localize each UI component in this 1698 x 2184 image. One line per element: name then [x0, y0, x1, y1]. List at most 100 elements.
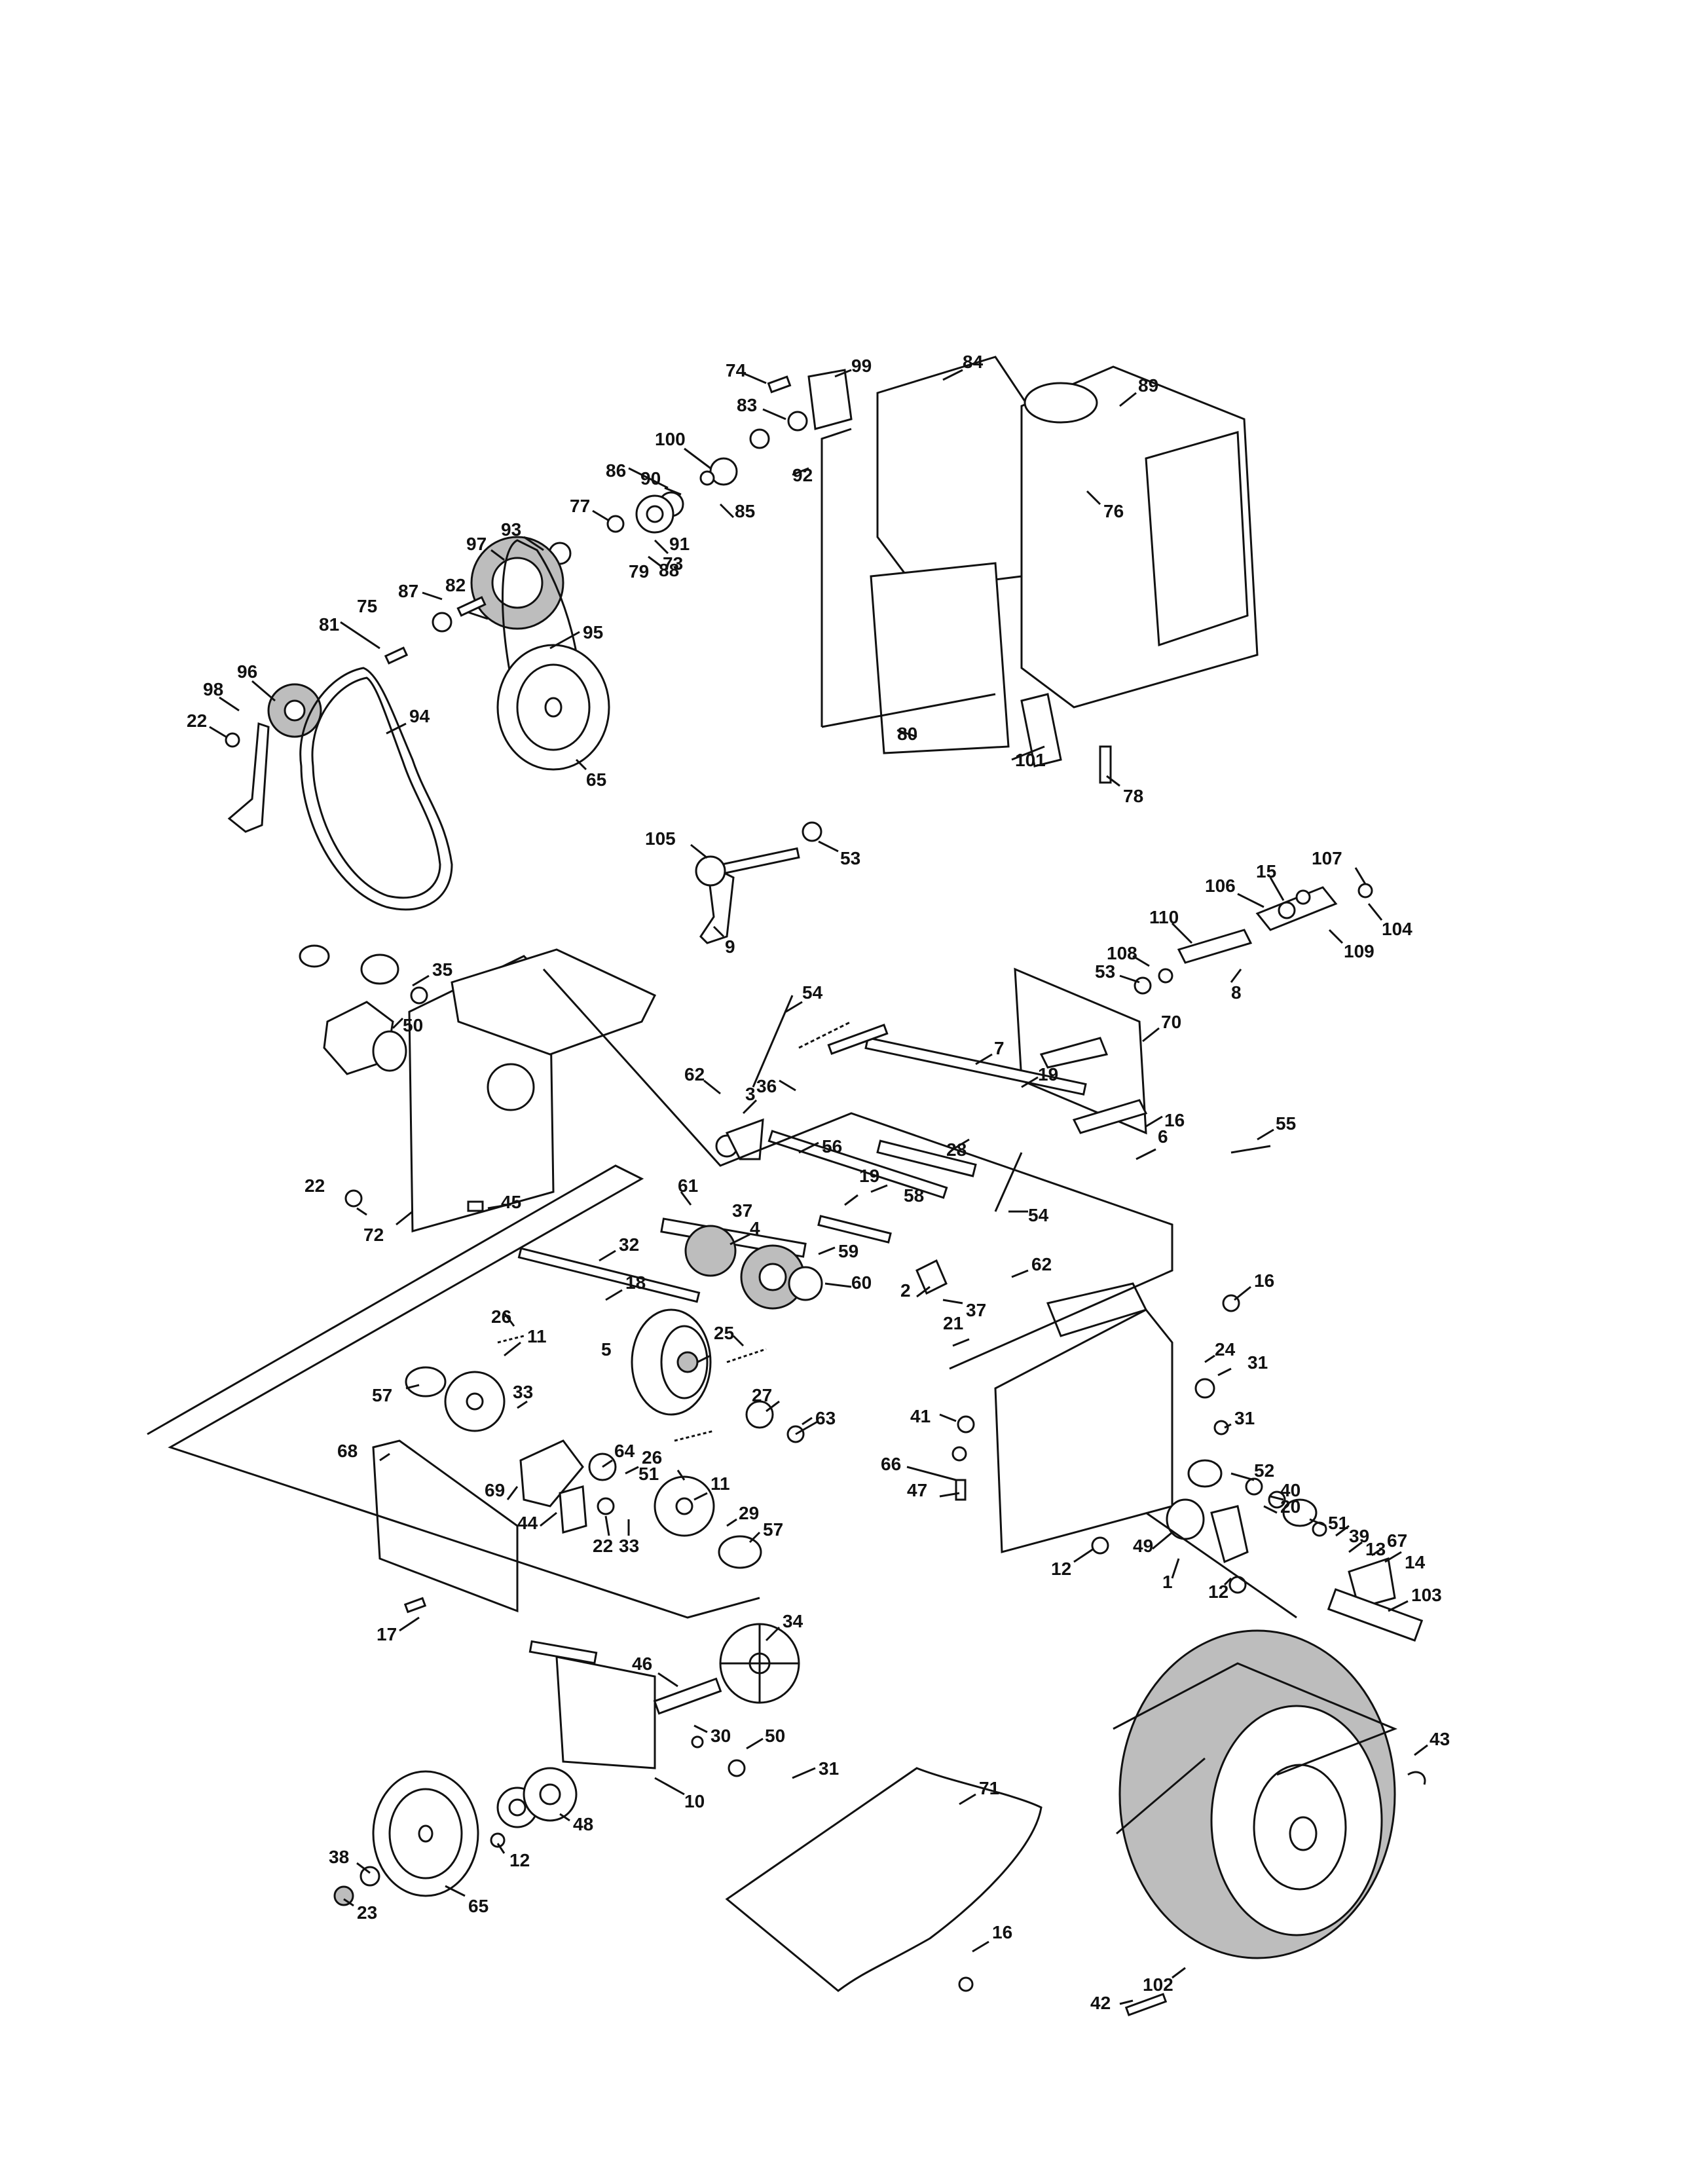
callout-27: 27: [752, 1385, 772, 1405]
callout-97: 97: [466, 534, 487, 554]
leader-lines: [209, 369, 1428, 2005]
callout-34: 34: [783, 1611, 803, 1631]
callout-103: 103: [1411, 1585, 1442, 1605]
callout-78: 78: [1123, 786, 1143, 806]
callout-31-b: 31: [1234, 1408, 1255, 1428]
callout-31-c: 31: [819, 1758, 839, 1779]
callout-58: 58: [904, 1185, 924, 1206]
callout-42: 42: [1090, 1993, 1111, 2013]
callout-26-a: 26: [491, 1306, 511, 1327]
callout-68: 68: [337, 1441, 358, 1461]
callout-70: 70: [1161, 1012, 1181, 1032]
callout-19-b: 19: [859, 1166, 879, 1186]
callout-37-a: 37: [732, 1200, 752, 1221]
callout-5: 5: [601, 1339, 612, 1360]
callout-49: 49: [1133, 1536, 1153, 1556]
callout-21: 21: [943, 1313, 963, 1333]
callout-3: 3: [745, 1084, 756, 1104]
callout-23: 23: [357, 1902, 377, 1923]
callout-22-b: 22: [305, 1175, 325, 1196]
callout-91: 91: [669, 534, 690, 554]
phantom-outline-right-plate: [1145, 1511, 1297, 1619]
pulley-belt-assembly: [225, 369, 853, 911]
callout-104: 104: [1382, 919, 1412, 939]
callout-10: 10: [684, 1791, 705, 1811]
callout-64: 64: [614, 1441, 635, 1461]
callout-40: 40: [1280, 1480, 1301, 1500]
phantom-outline-lower: [147, 1164, 760, 1619]
callout-28: 28: [946, 1139, 967, 1160]
callout-85: 85: [735, 501, 755, 521]
callout-82: 82: [445, 575, 466, 595]
callout-93: 93: [501, 519, 521, 540]
callout-101: 101: [1015, 750, 1046, 770]
callout-51-b: 51: [1328, 1513, 1348, 1533]
callout-54-a: 54: [802, 982, 823, 1003]
callout-63: 63: [815, 1408, 836, 1428]
callout-57-b: 57: [763, 1519, 783, 1540]
callout-69: 69: [485, 1480, 505, 1500]
callout-19-a: 19: [1038, 1064, 1058, 1084]
callout-67: 67: [1387, 1530, 1407, 1551]
callout-99: 99: [851, 356, 872, 376]
callout-105: 105: [645, 828, 676, 849]
callout-20: 20: [1280, 1496, 1301, 1517]
callout-106: 106: [1205, 876, 1236, 896]
callout-98: 98: [203, 679, 223, 699]
callout-74: 74: [726, 360, 747, 380]
callout-83: 83: [737, 395, 757, 415]
callout-109: 109: [1344, 941, 1375, 961]
callout-72: 72: [363, 1225, 384, 1245]
callout-13: 13: [1365, 1539, 1386, 1559]
callout-62-a: 62: [684, 1064, 705, 1084]
callout-80: 80: [897, 724, 917, 744]
callout-77: 77: [570, 496, 590, 516]
callout-94: 94: [409, 706, 430, 726]
callout-107: 107: [1312, 848, 1342, 868]
callout-41: 41: [910, 1406, 931, 1426]
callout-43: 43: [1430, 1729, 1450, 1749]
callout-90: 90: [640, 468, 661, 489]
callout-75: 75: [357, 596, 377, 616]
callout-38: 38: [329, 1847, 349, 1867]
callout-26-b: 26: [642, 1447, 662, 1468]
callout-66: 66: [881, 1454, 901, 1474]
callout-6: 6: [1158, 1126, 1168, 1147]
callout-11-b: 11: [711, 1473, 730, 1494]
callout-57-a: 57: [372, 1385, 392, 1405]
callout-36: 36: [756, 1076, 777, 1096]
callout-1: 1: [1162, 1572, 1173, 1592]
callout-84: 84: [963, 352, 984, 372]
callout-88: 88: [659, 560, 679, 580]
callout-48: 48: [573, 1814, 593, 1834]
callout-50-b: 50: [765, 1726, 785, 1746]
callout-29: 29: [739, 1503, 759, 1523]
callout-56: 56: [822, 1136, 842, 1157]
callout-18: 18: [625, 1272, 646, 1293]
callout-73: 73: [663, 553, 683, 574]
callout-96: 96: [237, 661, 257, 682]
callout-60: 60: [851, 1272, 872, 1293]
callout-31-a: 31: [1247, 1352, 1268, 1373]
callout-92: 92: [792, 465, 813, 485]
callout-22-a: 22: [187, 711, 207, 731]
callout-45: 45: [501, 1192, 521, 1212]
frame-assembly: [299, 944, 1271, 1553]
callout-53-a: 53: [840, 848, 860, 868]
callout-33-a: 33: [513, 1382, 533, 1402]
callout-95: 95: [583, 622, 603, 642]
callout-61: 61: [678, 1175, 698, 1196]
callout-12-b: 12: [1208, 1582, 1228, 1602]
callout-108: 108: [1107, 943, 1137, 963]
callout-4: 4: [750, 1218, 760, 1238]
callout-11-a: 11: [527, 1326, 547, 1346]
engine-assembly: [870, 356, 1259, 784]
bracket-outline-lower: [821, 693, 996, 728]
callout-16-b: 16: [1254, 1270, 1274, 1291]
callout-8: 8: [1231, 982, 1242, 1003]
callout-39: 39: [1349, 1526, 1369, 1546]
callout-2: 2: [900, 1280, 911, 1301]
callout-110: 110: [1149, 907, 1179, 927]
callout-24: 24: [1215, 1339, 1236, 1360]
callout-46: 46: [632, 1654, 652, 1674]
